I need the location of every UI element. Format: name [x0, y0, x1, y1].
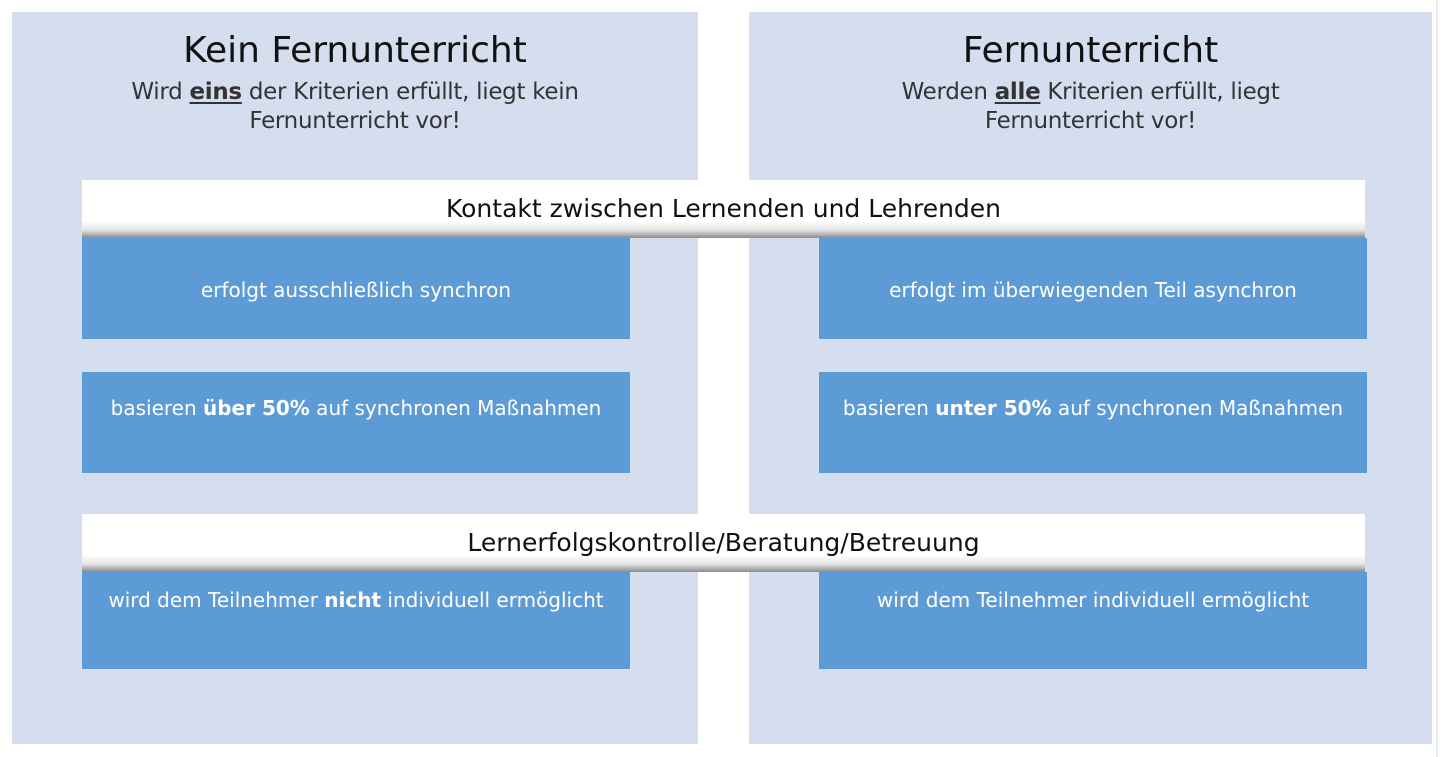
box-bold-text: unter 50% — [935, 396, 1052, 420]
box-text: auf synchronen Maßnahmen — [1051, 396, 1344, 420]
box-text: individuell ermöglicht — [381, 588, 604, 612]
subtitle-text: Wird — [131, 79, 190, 105]
criterion-band-control: Lernerfolgskontrolle/Beratung/Betreuung — [82, 514, 1365, 572]
box-text: wird dem Teilnehmer — [108, 588, 325, 612]
criterion-box-right-share: basieren unter 50% auf synchronen Maßnah… — [819, 372, 1367, 473]
subtitle-text: Werden — [901, 79, 995, 105]
box-text: basieren — [110, 396, 203, 420]
criterion-band-contact: Kontakt zwischen Lernenden und Lehrenden — [82, 180, 1365, 238]
box-bold-text: über 50% — [203, 396, 310, 420]
criterion-box-left-sync: erfolgt ausschließlich synchron — [82, 238, 630, 339]
subtitle-text: der Kriterien erfüllt, liegt kein Fernun… — [241, 79, 579, 134]
page-edge — [1436, 0, 1438, 757]
box-text: basieren — [842, 396, 936, 420]
panel-header-left: Kein Fernunterricht Wird eins der Kriter… — [12, 30, 698, 136]
subtitle-emphasis: eins — [189, 79, 242, 105]
criterion-box-left-share: basieren über 50% auf synchronen Maßnahm… — [82, 372, 630, 473]
criterion-box-left-support: wird dem Teilnehmer nicht individuell er… — [82, 572, 630, 669]
panel-subtitle-right: Werden alle Kriterien erfüllt, liegt Fer… — [831, 78, 1351, 136]
criterion-box-right-support: wird dem Teilnehmer individuell ermöglic… — [819, 572, 1367, 669]
panel-title-left: Kein Fernunterricht — [183, 30, 527, 71]
subtitle-emphasis: alle — [994, 79, 1041, 105]
panel-subtitle-left: Wird eins der Kriterien erfüllt, liegt k… — [55, 78, 655, 136]
panel-title-right: Fernunterricht — [962, 30, 1219, 71]
criterion-box-right-async: erfolgt im überwiegenden Teil asynchron — [819, 238, 1367, 339]
box-bold-text: nicht — [324, 588, 382, 612]
subtitle-text: Kriterien erfüllt, liegt Fernunterricht … — [984, 79, 1280, 134]
box-text: auf synchronen Maßnahmen — [309, 396, 602, 420]
panel-header-right: Fernunterricht Werden alle Kriterien erf… — [749, 30, 1432, 136]
